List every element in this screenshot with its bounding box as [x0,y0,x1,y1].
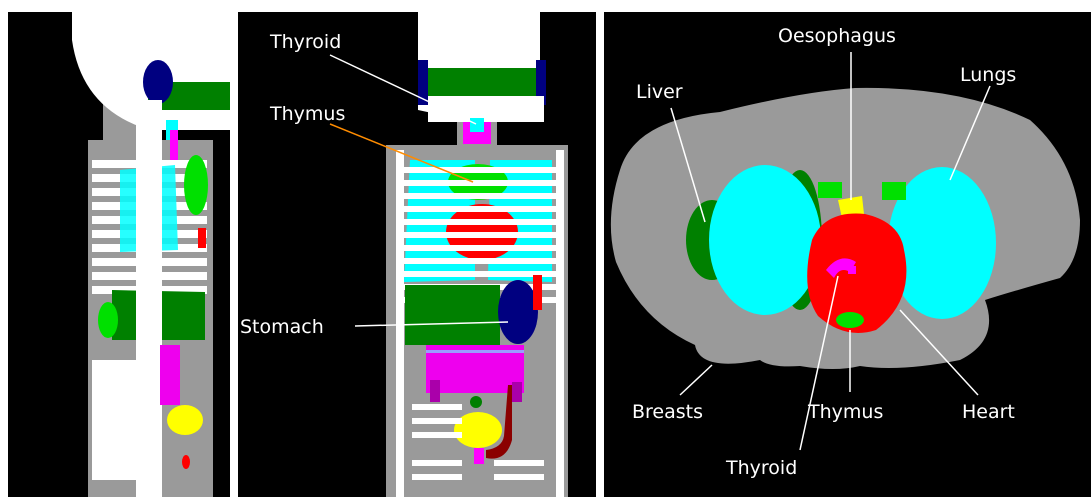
panel-axial-view: Oesophagus Liver Lungs Breasts Thymus He… [604,12,1091,497]
organ-top-left [818,182,842,198]
oesophagus-tube [170,130,178,160]
label-lungs: Lungs [960,64,1016,86]
thyroid-piece [848,266,856,274]
label-heart: Heart [962,401,1015,423]
organ-top-right [882,182,906,200]
colon-left [430,380,440,402]
label-thymus: Thymus [269,103,345,125]
stomach-organ [498,280,538,344]
lung-right [709,165,821,315]
brain-organ [143,60,173,104]
arm-bone-right [396,150,404,497]
label-thymus: Thymus [807,401,883,423]
heart-edge [198,228,206,248]
thymus-organ [184,155,208,215]
label-thyroid: Thyroid [269,31,341,53]
label-breasts: Breasts [632,401,703,423]
spleen [533,275,542,310]
intestine [160,345,180,405]
colon-right [512,382,522,402]
urethra [474,448,484,464]
arm-bone-left [556,150,564,497]
panel-side-view [8,12,232,497]
pelvis [92,360,142,480]
head-band [418,68,546,96]
label-liver: Liver [636,81,683,103]
liver-organ [405,285,500,345]
thymus-organ [836,312,864,328]
small-organ [182,455,190,469]
trachea [470,118,484,132]
label-stomach: Stomach [240,316,324,338]
small-organ [470,396,482,408]
organ-small [98,302,118,338]
bladder [167,405,203,435]
label-oesophagus: Oesophagus [778,25,896,47]
intestine-band [426,350,524,353]
bladder [454,412,502,448]
panel-front-view: Thyroid Thymus Stomach [238,12,596,497]
label-thyroid: Thyroid [725,457,797,479]
